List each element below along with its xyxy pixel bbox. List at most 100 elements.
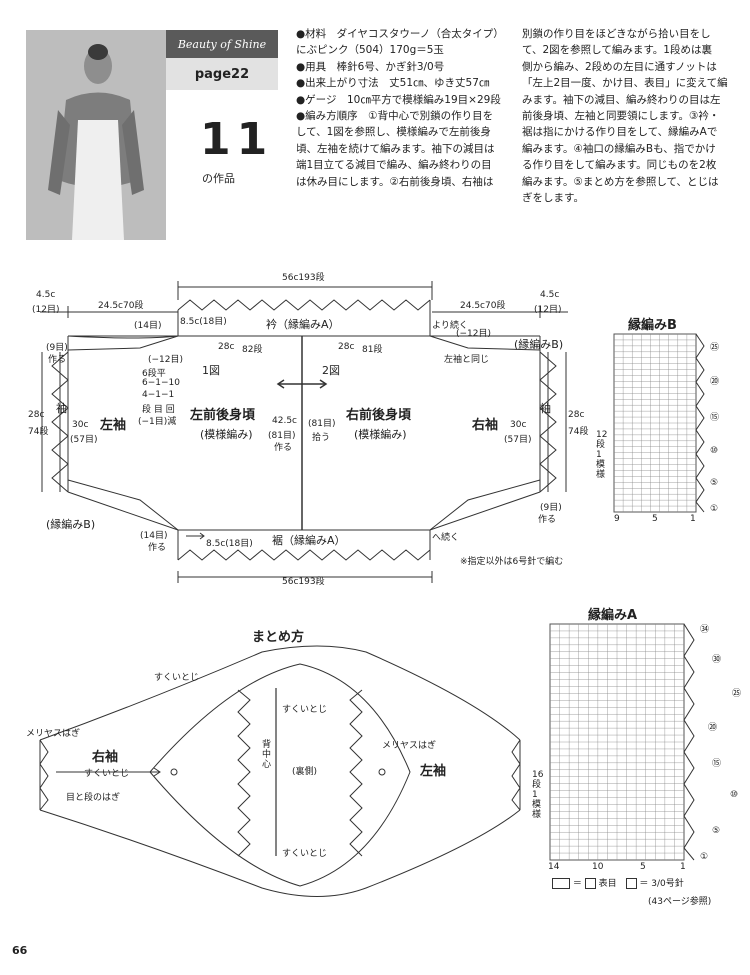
right-top-dim: 24.5c70段	[460, 301, 506, 311]
legend-knit-cell	[584, 878, 596, 889]
collar-continue: より続く	[432, 321, 468, 331]
model-illustration	[26, 30, 166, 240]
corner-right-st: (12目)	[534, 305, 562, 315]
assembly-metallic-left: メリヤスはぎ	[26, 729, 81, 739]
chart-a-row-15: ⑮	[712, 759, 722, 769]
right-81: 81段	[362, 345, 383, 355]
chart-a-col-10: 10	[592, 862, 604, 872]
sleeve-rows-right: 74段	[568, 427, 589, 437]
cuff-left-label: (縁編みB)	[46, 518, 96, 531]
figure-2: 2図	[322, 364, 340, 377]
chart-a-row-25: ㉕	[732, 689, 742, 699]
cuff-right-label: (縁編みB)	[514, 338, 564, 351]
right-body-label: 右前後身頃	[346, 408, 412, 423]
cuff-stitch-right: (9目)	[540, 503, 562, 513]
center-stitch-left: (81目)	[268, 431, 296, 441]
order-line: 側から編み、2段めの左目に通すノットは	[522, 60, 717, 73]
sleeve-rows-left: 74段	[28, 427, 49, 437]
figure-1: 1図	[202, 364, 220, 377]
right-sleeve-label: 右袖	[472, 418, 499, 433]
sleeve-char-left: 袖	[56, 402, 67, 415]
legend-reference: (43ページ参照)	[648, 897, 712, 907]
chart-b-row-20: ⑳	[710, 377, 720, 387]
dec-total: (−1目)減	[138, 417, 177, 427]
chart-a-side-label: 16段1模様	[532, 770, 544, 820]
bobble-icon	[625, 878, 637, 889]
chart-a-col-14: 14	[548, 862, 560, 872]
hem-stitch-left: (14目)	[140, 531, 168, 541]
hem-make: 作る	[148, 543, 167, 553]
cuff-stitch-left: (9目)	[46, 343, 68, 353]
order-line: みます。袖下の減目、編み終わりの目は左	[522, 93, 721, 106]
tools-line: ●用具 棒針6号、かぎ針3/0号	[296, 60, 445, 73]
page-reference: page22	[166, 58, 278, 90]
dec-step-2: 6−1−10	[142, 378, 180, 388]
collar-width-left: 8.5c(18目)	[180, 317, 227, 327]
legend-blank-cell	[552, 878, 570, 889]
chart-a-row-10: ⑩	[730, 790, 739, 800]
dec-step-4: 段 目 回	[142, 405, 175, 415]
assembly-sukui-center-bottom: すくいとじ	[282, 849, 328, 859]
order-line: して、1図を参照し、模様編みで左前後身	[296, 126, 491, 139]
chart-a-row-20: ⑳	[708, 723, 718, 733]
center-make: 作る	[274, 443, 293, 453]
chart-a-row-30: ㉚	[712, 655, 722, 665]
model-photo	[26, 30, 166, 240]
gauge-line: ●ゲージ 10㎝平方で模様編み19目×29段	[296, 93, 501, 106]
chart-b-row-10: ⑩	[710, 446, 719, 456]
page-number: 66	[12, 944, 28, 957]
chart-b-row-5: ⑤	[710, 478, 719, 488]
needle-note: ※指定以外は6号針で編む	[460, 557, 564, 567]
sleeve-height-right: 28c	[568, 410, 585, 420]
assembly-right-sleeve: 右袖	[92, 750, 119, 765]
chart-b-col-9: 9	[614, 514, 620, 524]
collar-stitch-left: (14目)	[134, 321, 162, 331]
legend-row: ＝ 表目 ＝ 3/0号針	[552, 876, 684, 889]
cuff-make-right: 作る	[538, 515, 557, 525]
hem-width-left: 8.5c(18目)	[206, 539, 253, 549]
hem-label: 裾（縁編みA）	[272, 534, 346, 547]
legend-knit-label: 表目	[598, 879, 617, 889]
chart-a-col-1: 1	[680, 862, 686, 872]
assembly-title: まとめ方	[252, 630, 305, 645]
chart-a-col-5: 5	[640, 862, 646, 872]
chart-b-row-25: ㉕	[710, 343, 720, 353]
left-body-label: 左前後身頃	[190, 408, 256, 423]
hem-continue: へ続く	[432, 533, 460, 543]
order-line: て、2図を参照して編みます。1段めは裏	[522, 44, 712, 57]
order-line: ぎをします。	[522, 192, 584, 205]
collar-label: 衿（縁編みA）	[266, 318, 340, 331]
assembly-sukui-center-top: すくいとじ	[282, 705, 328, 715]
chart-b-row-1: ①	[710, 504, 719, 514]
dec-step-1: 6段平	[142, 369, 166, 379]
corner-right-dim: 4.5c	[540, 290, 560, 300]
center-stitch-right: (81目)	[308, 419, 336, 429]
work-suffix: の作品	[202, 172, 235, 185]
chart-b-row-15: ⑮	[710, 413, 720, 423]
chart-b-col-1: 1	[690, 514, 696, 524]
dec-step-3: 4−1−1	[142, 390, 175, 400]
center-pick: 拾う	[312, 433, 331, 443]
left-body-sub: (模様編み)	[200, 428, 253, 441]
center-height: 42.5c	[272, 416, 297, 426]
legend-equals: ＝	[572, 879, 582, 889]
same-as-left: 左袖と同じ	[444, 355, 490, 365]
chart-a-row-5: ⑤	[712, 826, 721, 836]
order-line: 別鎖の作り目をほどきながら拾い目をし	[522, 28, 711, 40]
chart-b-title: 縁編みB	[628, 318, 677, 333]
chart-a-row-1: ①	[700, 852, 709, 862]
bottom-width: 56c193段	[282, 577, 325, 587]
right-28c: 28c	[338, 342, 355, 352]
series-banner: Beauty of Shine	[166, 30, 278, 58]
work-number: 11	[200, 114, 274, 165]
sleeve-char-right: 袖	[540, 402, 551, 415]
decrease-right: (−12目)	[456, 329, 492, 339]
left-sleeve-stitches: (57目)	[70, 435, 98, 445]
top-width: 56c193段	[282, 273, 325, 283]
assembly-left-sleeve: 左袖	[420, 764, 447, 779]
right-sleeve-width: 30c	[510, 420, 527, 430]
materials-line: ●材料 ダイヤコスタウーノ（合太タイプ）	[296, 28, 504, 40]
left-28c: 28c	[218, 342, 235, 352]
chart-b-side-label: 12段1模様	[596, 430, 608, 480]
